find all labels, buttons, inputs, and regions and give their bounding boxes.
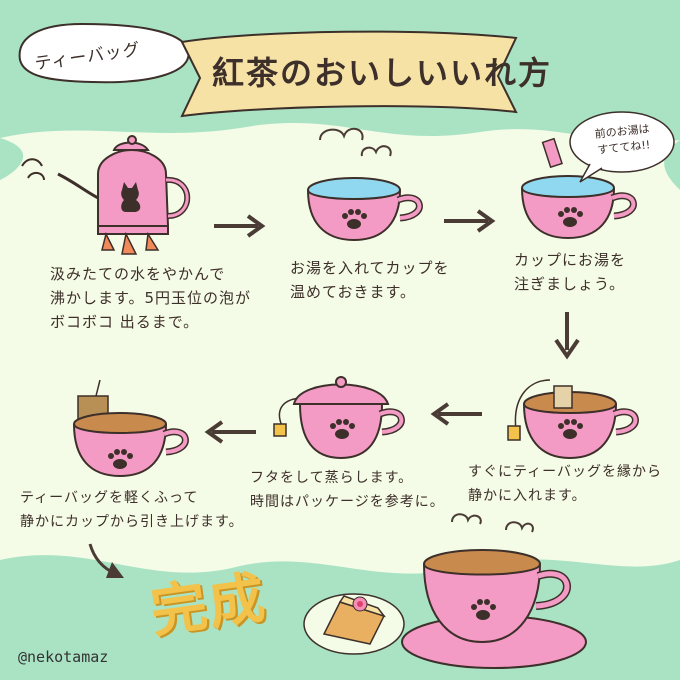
paw-icon	[558, 207, 583, 227]
step-4-text: すぐにティーバッグを縁から 静かに入れます。	[468, 460, 662, 508]
title-banner	[180, 30, 518, 118]
arrow-icon	[88, 543, 124, 578]
paw-icon	[558, 419, 583, 439]
step-6-text: ティーバッグを軽くふって 静かにカップから引き上げます。	[20, 486, 244, 534]
teapot-icon	[21, 135, 191, 255]
step-line: 温めておきます。	[290, 283, 417, 301]
step-line: 静かにカップから引き上げます。	[20, 514, 244, 530]
step-line: 沸かします。5円玉位の泡が	[50, 289, 252, 307]
step-line: ティーバッグを軽くふって	[20, 490, 199, 506]
paw-icon	[330, 419, 355, 439]
paw-icon	[108, 449, 133, 469]
step-line: お湯を入れてカップを	[290, 259, 450, 277]
step-5-text: フタをして蒸らします。 時間はパッケージを参考に。	[250, 466, 445, 514]
arrow-icon	[444, 209, 496, 233]
teacup-icon	[73, 379, 189, 478]
cake-icon	[303, 593, 405, 655]
step-line: 汲みたての水をやかんで	[50, 265, 226, 283]
teacup-icon	[521, 137, 637, 240]
step-2-text: お湯を入れてカップを 温めておきます。	[290, 256, 450, 304]
cat-silhouette-icon	[121, 182, 141, 212]
finish-label: 完成	[146, 564, 271, 646]
step-line: 静かに入れます。	[468, 488, 587, 504]
step-line: 時間はパッケージを参考に。	[250, 494, 445, 510]
step-line: カップにお湯を	[514, 251, 627, 269]
saucer-icon	[401, 513, 587, 669]
credit-handle: @nekotamaz	[18, 648, 109, 666]
step-line: 注ぎましょう。	[514, 275, 626, 293]
step-line: すぐにティーバッグを縁から	[468, 464, 663, 480]
speech-bubble	[569, 111, 675, 183]
arrow-icon	[204, 420, 256, 444]
arrow-icon	[430, 402, 482, 426]
step-line: ボコボコ 出るまで。	[50, 313, 200, 331]
step-line: フタをして蒸らします。	[250, 470, 414, 486]
paw-icon	[342, 209, 367, 229]
step-1-text: 汲みたての水をやかんで 沸かします。5円玉位の泡が ボコボコ 出るまで。	[50, 262, 251, 334]
arrow-icon	[554, 312, 580, 360]
page-title: 紅茶のおいしいいれ方	[212, 54, 553, 92]
arrow-icon	[214, 214, 266, 238]
paw-icon	[471, 599, 496, 620]
step-3-text: カップにお湯を 注ぎましょう。	[514, 248, 626, 296]
teacup-icon	[307, 127, 423, 242]
